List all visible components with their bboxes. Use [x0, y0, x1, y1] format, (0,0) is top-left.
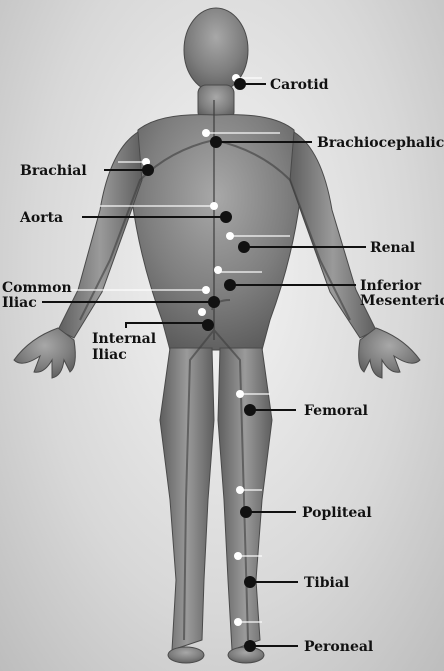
label-tibial: Tibial	[304, 576, 349, 590]
label-inferior-mesenteric-line2: Mesenteric	[360, 294, 444, 308]
marker-renal	[238, 241, 250, 253]
label-inferior-mesenteric-line1: Inferior	[360, 279, 421, 293]
label-renal: Renal	[370, 241, 415, 255]
label-brachiocephalic: Brachiocephalic	[317, 136, 444, 150]
marker-tibial	[244, 576, 256, 588]
label-popliteal: Popliteal	[302, 506, 372, 520]
label-carotid: Carotid	[270, 78, 329, 92]
marker-femoral	[244, 404, 256, 416]
marker-peroneal	[244, 640, 256, 652]
label-aorta: Aorta	[20, 211, 63, 225]
label-brachial: Brachial	[20, 164, 87, 178]
marker-brachial	[142, 164, 154, 176]
body-silhouette	[14, 8, 420, 663]
marker-brachiocephalic	[210, 136, 222, 148]
marker-internal-iliac	[202, 319, 214, 331]
label-internal-iliac-line1: Internal	[92, 332, 156, 346]
label-peroneal: Peroneal	[304, 640, 373, 654]
marker-carotid	[234, 78, 246, 90]
marker-popliteal	[240, 506, 252, 518]
marker-inferior-mesenteric	[224, 279, 236, 291]
marker-aorta	[220, 211, 232, 223]
label-internal-iliac-line2: Iliac	[92, 348, 127, 362]
label-femoral: Femoral	[304, 404, 368, 418]
label-common-iliac-line2: Iliac	[2, 296, 37, 310]
marker-common-iliac	[208, 296, 220, 308]
label-common-iliac-line1: Common	[2, 281, 72, 295]
